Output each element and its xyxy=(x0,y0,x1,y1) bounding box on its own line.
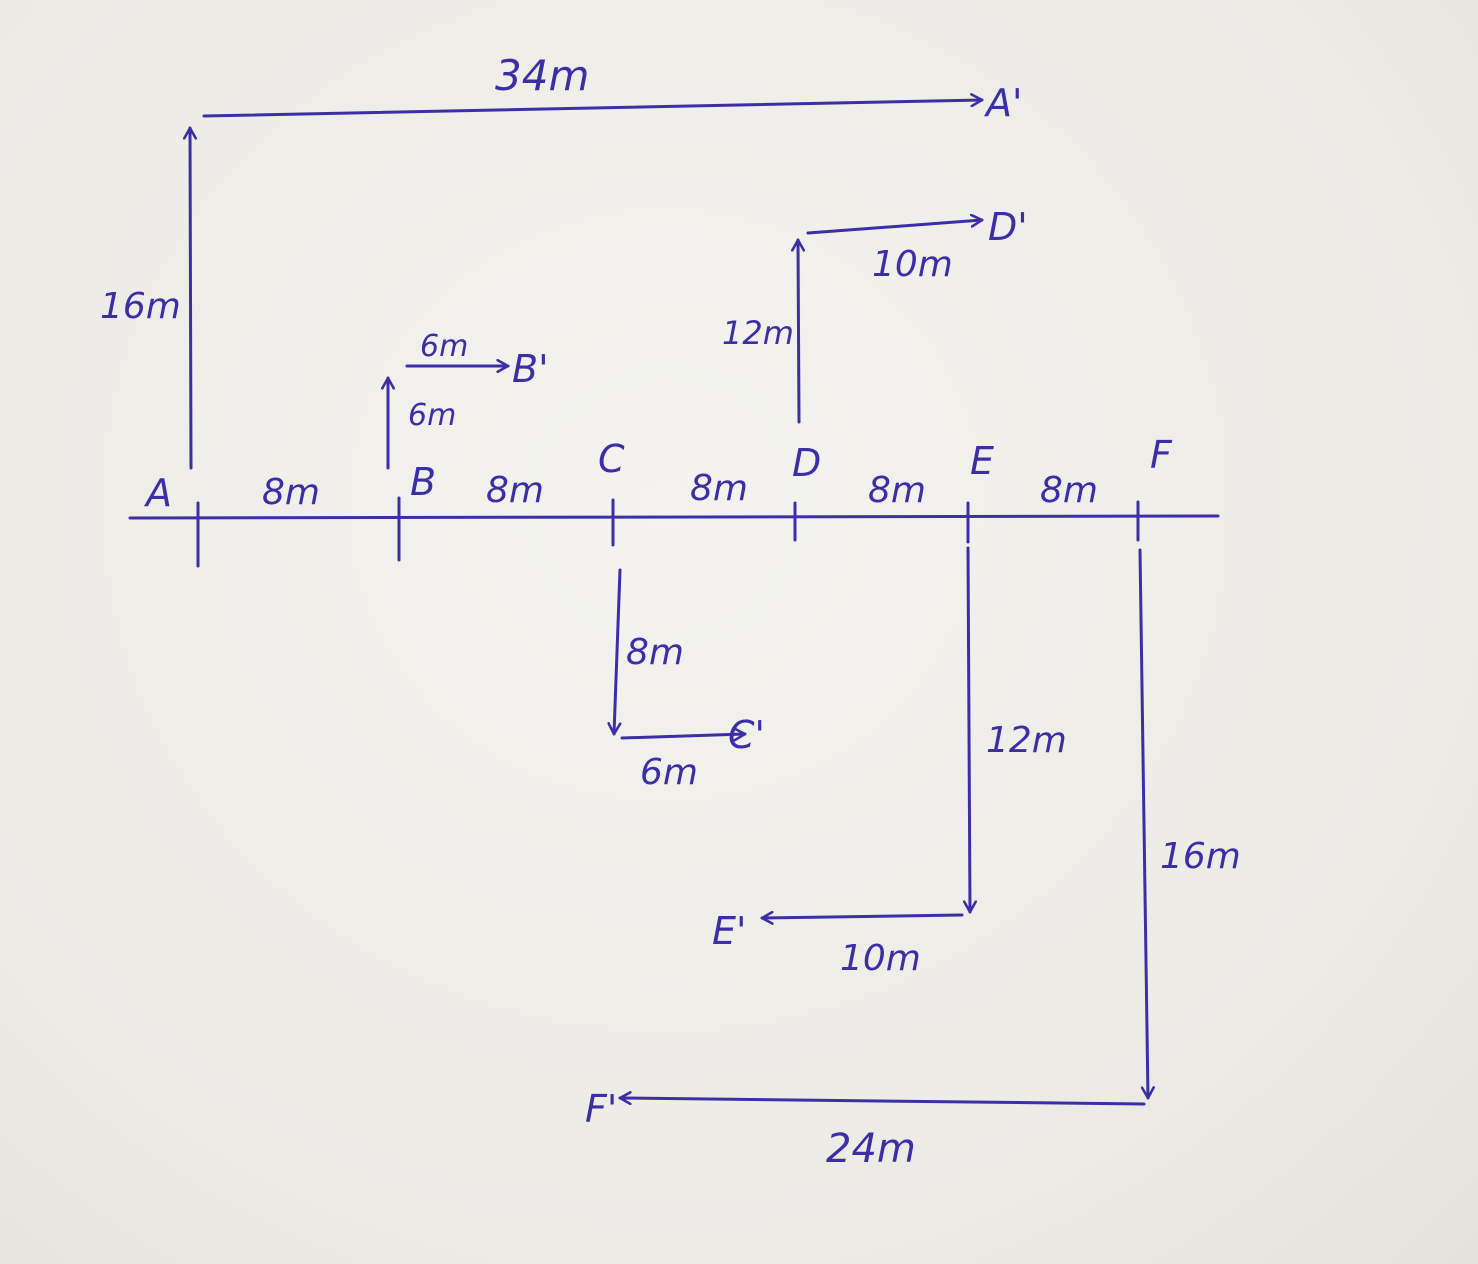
point-f-prime-label: F' xyxy=(585,1087,617,1131)
point-d-prime-label: D' xyxy=(988,205,1028,249)
path-e-vertical-label: 12m xyxy=(986,720,1067,761)
path-f-horizontal-label: 24m xyxy=(826,1126,916,1172)
segment-de-label: 8m xyxy=(868,470,926,511)
segment-ef-label: 8m xyxy=(1040,470,1098,511)
point-c-prime-label: C' xyxy=(728,713,765,757)
point-d-label: D xyxy=(792,441,821,485)
path-f-horizontal-arrow xyxy=(618,1098,1146,1106)
path-c-horizontal-label: 6m xyxy=(640,752,698,793)
point-c-label: C xyxy=(598,437,625,481)
path-d-vertical-arrow xyxy=(798,238,799,424)
segment-ab-label: 8m xyxy=(262,472,320,513)
point-b-label: B xyxy=(410,460,436,504)
segment-cd-label: 8m xyxy=(690,468,748,509)
point-a-label: A xyxy=(143,471,172,515)
point-b-prime-label: B' xyxy=(512,347,549,391)
baseline-axis xyxy=(128,514,1220,520)
path-c-vertical-label: 8m xyxy=(626,632,684,673)
path-f-vertical-arrow xyxy=(1138,548,1148,1100)
path-a-vertical-arrow xyxy=(190,126,191,470)
point-a-prime-label: A' xyxy=(983,81,1022,125)
path-e-vertical-arrow xyxy=(968,546,970,914)
path-b-vertical-label: 6m xyxy=(408,398,456,433)
path-c-vertical-arrow xyxy=(614,568,622,736)
path-a-vertical-label: 16m xyxy=(100,286,181,327)
path-e-horizontal-arrow xyxy=(760,915,964,918)
point-f-label: F xyxy=(1150,433,1173,477)
path-e-horizontal-label: 10m xyxy=(840,938,921,979)
segment-bc-label: 8m xyxy=(486,470,544,511)
path-d-horizontal-label: 10m xyxy=(872,244,953,285)
path-a-horizontal-arrow xyxy=(202,100,984,118)
point-e-label: E xyxy=(970,439,994,483)
path-d-horizontal-arrow xyxy=(806,220,984,235)
point-e-prime-label: E' xyxy=(712,909,746,953)
path-a-horizontal-label: 34m xyxy=(495,51,589,100)
path-d-vertical-label: 12m xyxy=(722,314,794,352)
path-c-horizontal-arrow xyxy=(620,734,747,738)
path-f-vertical-label: 16m xyxy=(1160,836,1241,877)
path-b-horizontal-label: 6m xyxy=(420,329,468,364)
